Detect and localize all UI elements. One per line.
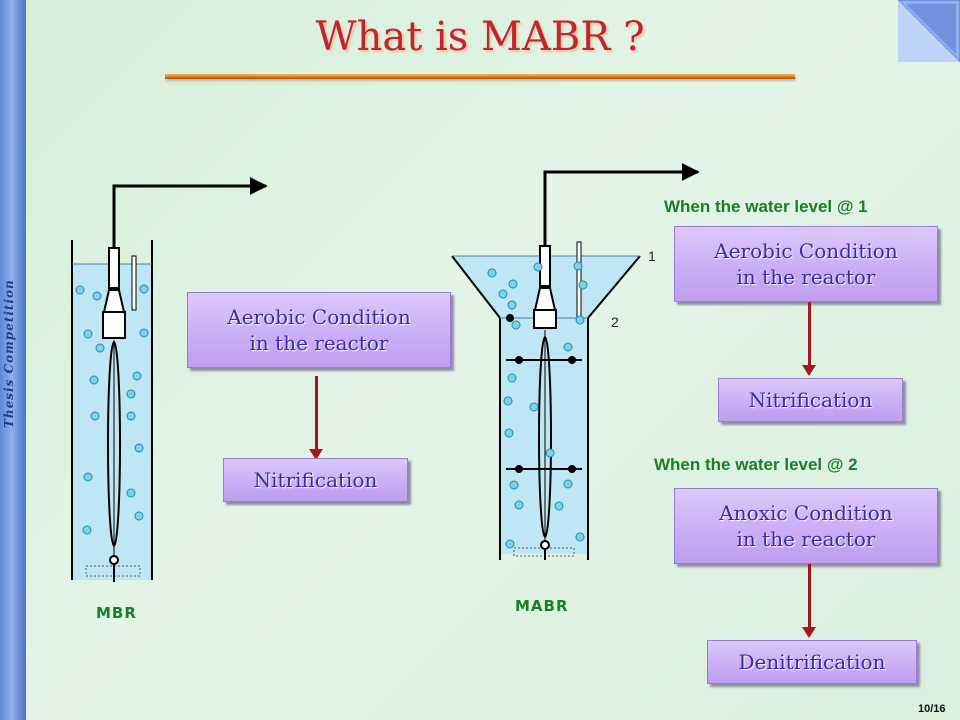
mbr-result-box: Nitrification [223,458,408,502]
case-1-condition-box: Aerobic Condition in the reactor [674,226,938,302]
case-2-heading: When the water level @ 2 [654,455,858,474]
mabr-reactor [451,163,700,560]
side-bar [0,0,26,720]
mbr-flow-arrow [309,376,323,460]
case-2-result-box: Denitrification [707,640,917,684]
mabr-water [500,318,588,554]
case-2-condition-box: Anoxic Condition in the reactor [674,488,938,564]
title-underline [165,74,795,79]
mbr-reactor [71,177,268,582]
corner-fold-icon[interactable] [898,0,960,62]
mbr-label: MBR [96,604,137,622]
mbr-condition-box: Aerobic Condition in the reactor [187,292,451,368]
water-level-2-marker: 2 [611,314,619,330]
case-1-flow-arrow [802,302,816,376]
case-1-heading: When the water level @ 1 [664,197,868,216]
page-number: 10/16 [918,703,946,715]
water-level-1-marker: 1 [648,248,656,264]
slide-title: What is MABR ? [315,14,645,60]
case-2-flow-arrow [802,564,816,638]
case-1-result-box: Nitrification [718,378,903,422]
mabr-label: MABR [515,597,569,615]
